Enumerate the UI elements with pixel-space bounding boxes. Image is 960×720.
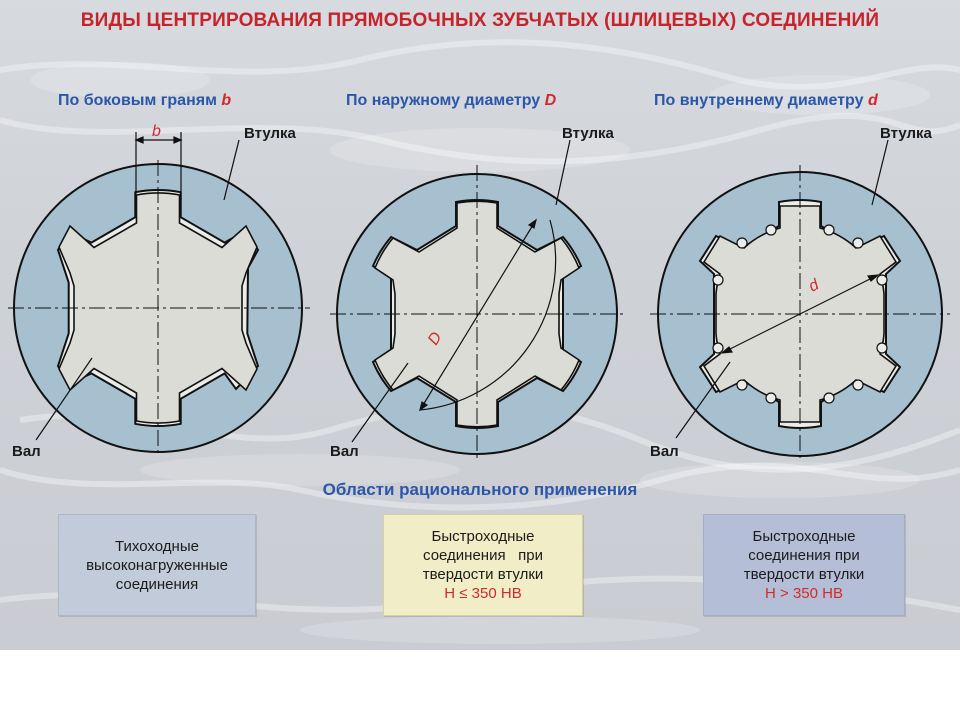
hub-label: Втулка — [880, 125, 933, 142]
caption-symbol: b — [221, 92, 232, 109]
application-box-low-speed: Тихоходные высоконагруженные соединения — [58, 514, 256, 616]
areas-title: Области рационального применения — [322, 480, 638, 499]
caption-symbol: d — [867, 92, 878, 109]
hardness-label: H ≤ 350 HB — [444, 585, 522, 602]
box-line: твердости втулки — [743, 566, 865, 583]
diagram-side-faces: b Втулка Вал — [8, 123, 310, 460]
caption-outer-diameter: По наружному диаметру D — [346, 92, 556, 110]
hardness-label: H > 350 HB — [765, 585, 843, 602]
application-box-high-speed-soft: Быстроходные соединения при твердости вт… — [383, 514, 583, 616]
caption-symbol: D — [544, 92, 557, 109]
spline-diagrams: b Втулка Вал D Втулка Вал — [8, 123, 950, 462]
hub-label: Втулка — [562, 125, 615, 142]
caption-side-faces: По боковым граням b — [58, 92, 231, 110]
diagram-outer-diameter: D Втулка Вал — [330, 125, 625, 462]
box-line: Быстроходные — [752, 528, 856, 545]
box-line: соединения при — [748, 547, 860, 564]
application-box-high-speed-hard: Быстроходные соединения при твердости вт… — [703, 514, 905, 616]
slide-title: ВИДЫ ЦЕНТРИРОВАНИЯ ПРЯМОБОЧНЫХ ЗУБЧАТЫХ … — [80, 10, 880, 31]
shaft-label: Вал — [330, 443, 359, 460]
hub-label: Втулка — [244, 125, 297, 142]
box-line: соединения при — [423, 547, 543, 564]
box-line: твердости втулки — [422, 566, 544, 583]
caption-text: По наружному диаметру — [346, 92, 541, 109]
box-line: Быстроходные — [431, 528, 535, 545]
caption-inner-diameter: По внутреннему диаметру d — [654, 92, 878, 110]
shaft-label: Вал — [12, 443, 41, 460]
caption-text: По боковым граням — [58, 92, 217, 109]
dimension-label: b — [152, 123, 161, 140]
diagram-inner-diameter: d Втулка Вал — [650, 125, 950, 462]
box-line: высоконагруженные — [86, 556, 228, 574]
slide: ВИДЫ ЦЕНТРИРОВАНИЯ ПРЯМОБОЧНЫХ ЗУБЧАТЫХ … — [0, 0, 960, 650]
shaft-label: Вал — [650, 443, 679, 460]
box-line: соединения — [115, 575, 199, 593]
box-line: Тихоходные — [115, 537, 199, 555]
caption-text: По внутреннему диаметру — [654, 92, 864, 109]
